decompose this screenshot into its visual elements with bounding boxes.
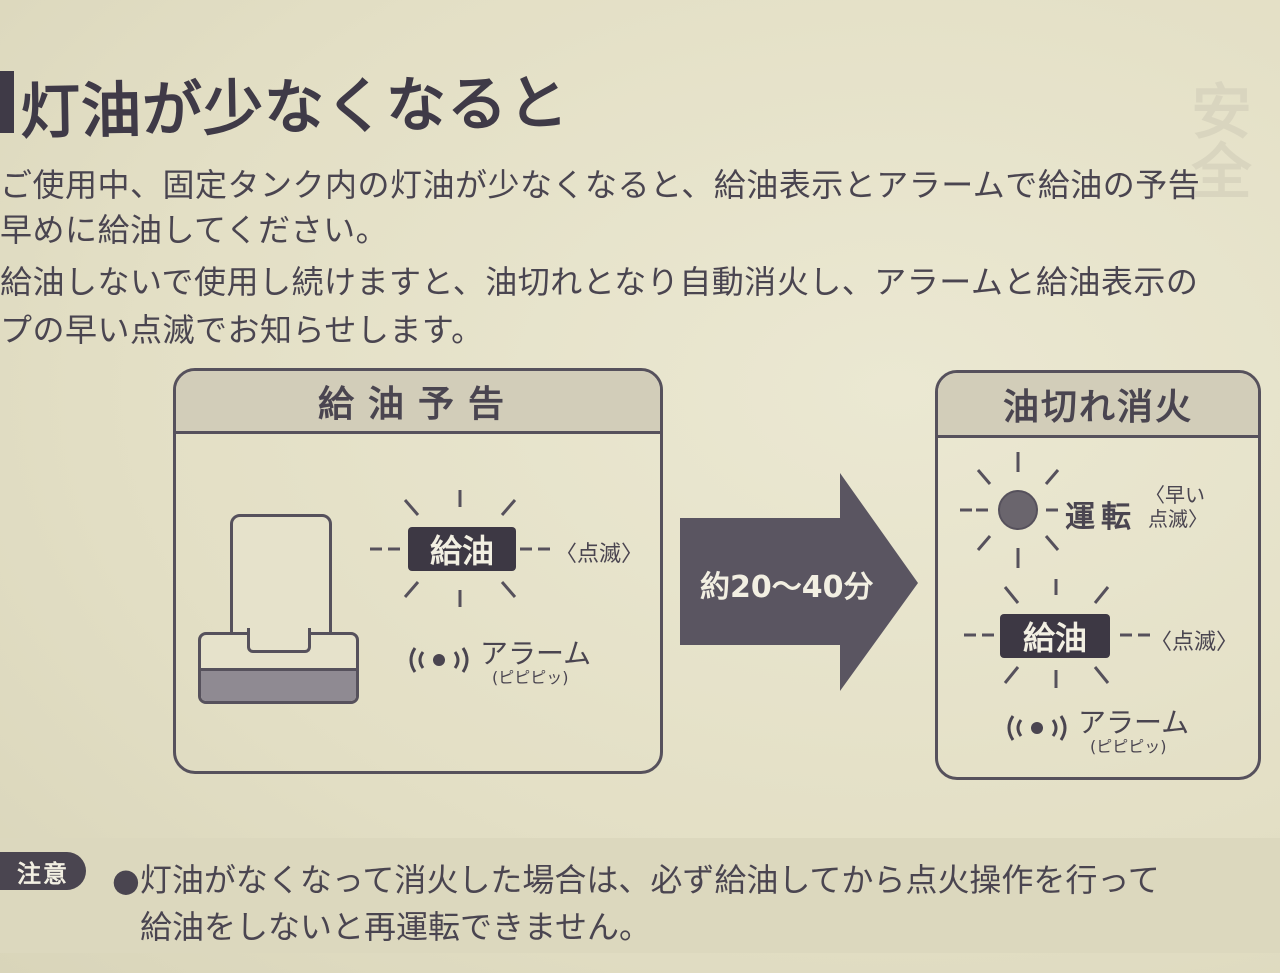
- fast-blink-note-2: 点滅〉: [1148, 507, 1208, 531]
- arrow-right-icon: [680, 473, 918, 691]
- refuel-warning-panel: 給油予告: [173, 368, 663, 774]
- alarm-label: アラーム: [480, 637, 592, 670]
- paragraph-line-4: プの早い点滅でお知らせします。: [0, 311, 484, 349]
- paragraph-line-1: ご使用中、固定タンク内の灯油が少なくなると、給油表示とアラームで給油の予告: [0, 166, 1201, 204]
- title-row: 灯油が少なくなると: [0, 62, 570, 147]
- fast-blink-note-1: 〈早い: [1145, 483, 1205, 507]
- notice-band: [0, 838, 1280, 953]
- run-label: 運転: [1065, 500, 1137, 535]
- shutoff-panel: 油切れ消火: [935, 370, 1261, 780]
- alarm-sound-icon: [409, 647, 469, 673]
- time-range-label: 約20〜40分: [700, 570, 874, 605]
- alarm-sound-label-right: (ピピピッ): [1090, 737, 1167, 756]
- paragraph-line-2: 早めに給油してください。: [0, 211, 389, 249]
- paragraph-line-3: 給油しないで使用し続けますと、油切れとなり自動消火し、アラームと給油表示の: [0, 263, 1199, 301]
- refuel-warning-header: 給油予告: [176, 371, 660, 434]
- tank-notch: [247, 628, 311, 653]
- notice-line-2: 給油をしないと再運転できません。: [140, 908, 652, 946]
- tank-base-icon: [198, 632, 359, 704]
- blink-note-right: 〈点滅〉: [1150, 630, 1239, 655]
- blink-rays-icon: [370, 490, 550, 607]
- alarm-sound-label: (ピピピッ): [492, 668, 569, 687]
- refuel-indicator-right: 給油: [1000, 614, 1110, 658]
- notice-line-1: ●灯油がなくなって消火した場合は、必ず給油してから点火操作を行って: [112, 861, 1160, 899]
- refuel-indicator: 給油: [408, 527, 516, 571]
- caution-badge: 注意: [0, 852, 86, 890]
- alarm-label-right: アラーム: [1078, 706, 1190, 739]
- ghost-heading: 安全: [1181, 80, 1251, 200]
- page-title: 灯油が少なくなると: [19, 67, 570, 148]
- alarm-sound-icon-right: [1007, 715, 1067, 741]
- run-lamp-icon: [960, 452, 1060, 568]
- blink-note: 〈点滅〉: [555, 542, 644, 567]
- shutoff-header: 油切れ消火: [938, 373, 1258, 438]
- blink-rays-icon: [964, 579, 1150, 688]
- title-bullet: [0, 71, 14, 133]
- tank-oil-level: [201, 668, 356, 701]
